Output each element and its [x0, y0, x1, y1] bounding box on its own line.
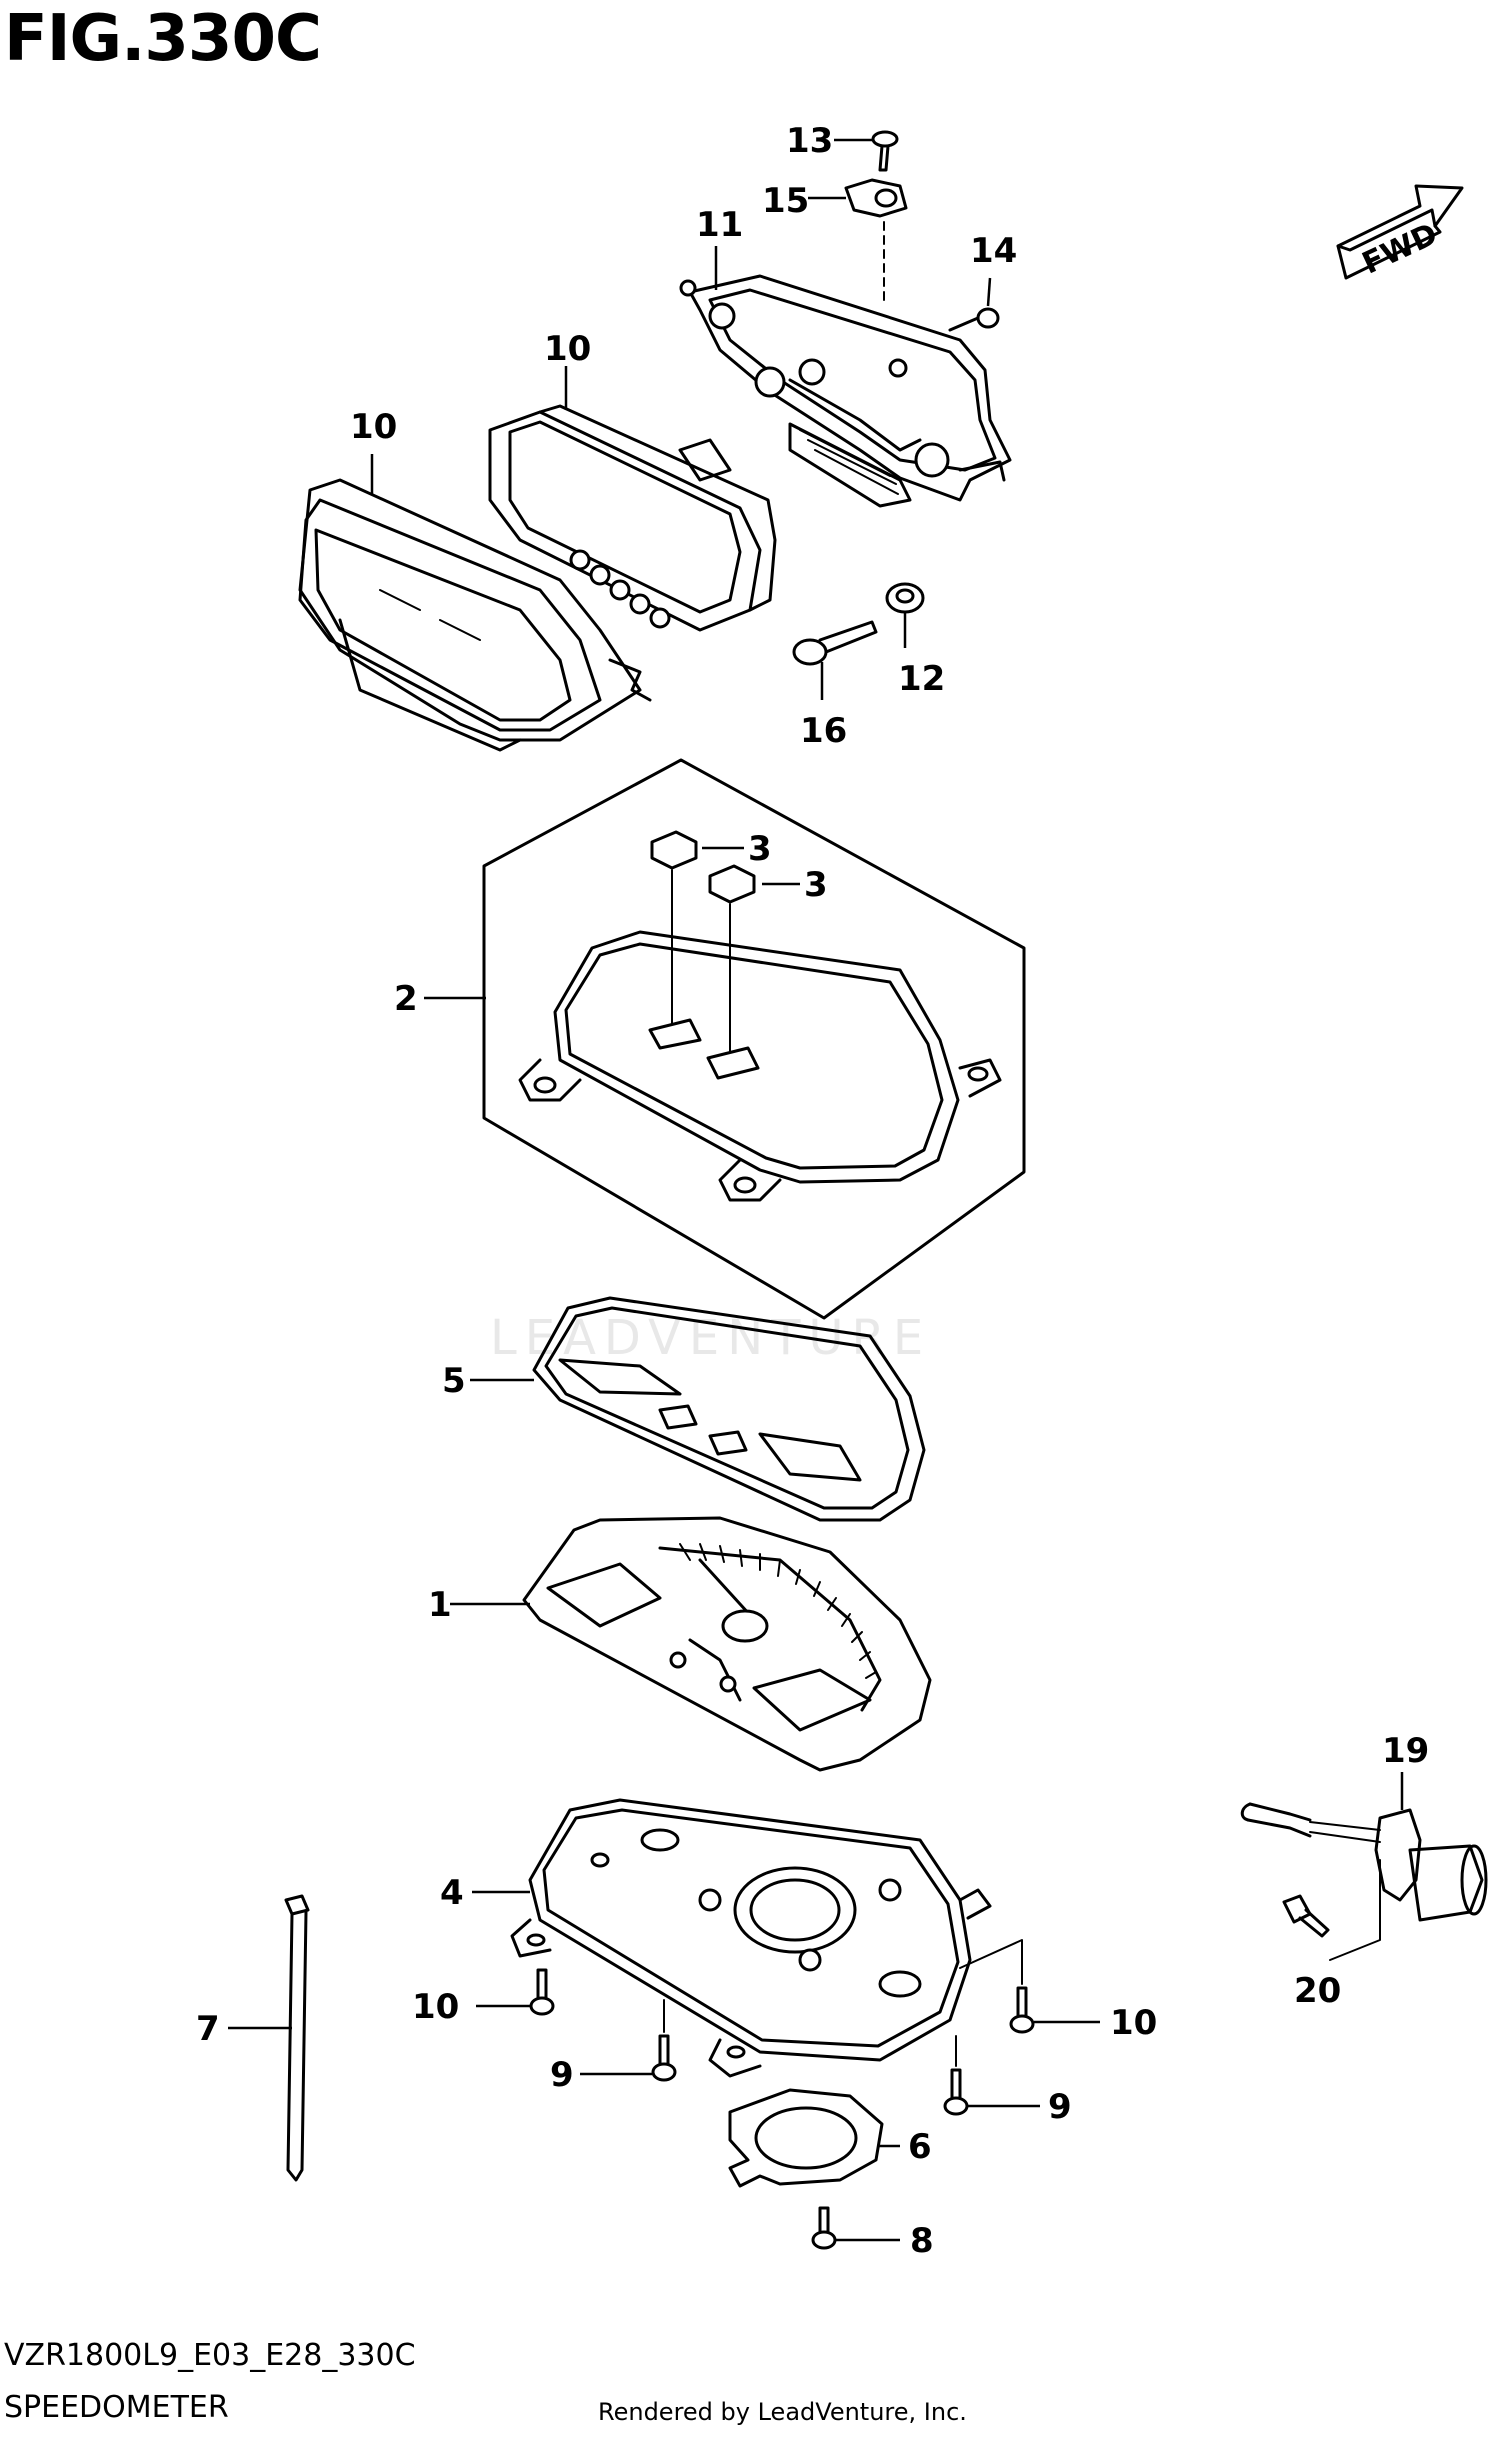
part-5-lens-frame [532, 1296, 926, 1522]
callout-4: 4 [440, 1873, 464, 1913]
part-16-screw [948, 307, 1000, 332]
callout-3a: 3 [748, 829, 772, 869]
callout-1: 1 [428, 1585, 452, 1625]
leader-lines [228, 138, 1404, 2242]
callout-15: 13 [786, 121, 833, 161]
callout-16: 14 [970, 231, 1017, 271]
callout-19: 19 [1382, 1731, 1429, 1771]
callout-9a: 9 [550, 2055, 574, 2095]
part-19-speed-sensor [1240, 1802, 1488, 1961]
part-3-cap-b [708, 864, 756, 1053]
callout-7: 7 [196, 2009, 220, 2049]
part-3-cap-a [650, 830, 698, 1025]
callout-labels: 13 15 14 11 10 10 12 16 3 3 2 5 1 4 7 10… [196, 121, 1429, 2261]
part-20-bolt [1282, 1894, 1330, 1938]
part-12-meter-cover [298, 478, 652, 752]
callout-8: 8 [910, 2221, 934, 2261]
forward-direction-arrow: FWD [1336, 184, 1464, 282]
figure-name: SPEEDOMETER [4, 2390, 229, 2425]
figure-code: VZR1800L9_E03_E28_330C [4, 2338, 416, 2373]
callout-18: 16 [800, 711, 847, 751]
part-1-meter-board [522, 1516, 932, 1772]
part-17-clamp [844, 178, 908, 301]
callout-13: 11 [696, 205, 743, 245]
part-9a-screw [651, 1999, 677, 2082]
callout-10b: 10 [1110, 2003, 1157, 2043]
part-4-lower-case [510, 1798, 992, 2078]
part-10b-screw [959, 1939, 1035, 2034]
part-8-screw [811, 2206, 837, 2250]
part-7-cable-tie [284, 1894, 310, 2182]
callout-12: 10 [350, 407, 397, 447]
figure-title: FIG.330C [4, 2, 322, 76]
part-14-grommet [885, 582, 925, 614]
callout-17: 15 [762, 181, 809, 221]
callout-20: 20 [1294, 1971, 1341, 2011]
part-11-display-unit [488, 404, 777, 632]
callout-11: 10 [544, 329, 591, 369]
callout-10a: 10 [412, 1987, 459, 2027]
callout-6: 6 [908, 2127, 932, 2167]
part-2-meter-case [518, 930, 1002, 1202]
callout-5: 5 [442, 1361, 466, 1401]
callout-2: 2 [394, 979, 418, 1019]
part-18-bolt [792, 620, 878, 666]
part-6-seal-ring [728, 2088, 884, 2188]
part-9b-screw [943, 2035, 969, 2116]
part-10a-screw [529, 1968, 555, 2016]
part-2-assembly-box [482, 758, 1026, 1320]
callout-14: 12 [898, 659, 945, 699]
part-13-bracket [679, 274, 1012, 508]
callout-9b: 9 [1048, 2087, 1072, 2127]
callout-3b: 3 [804, 865, 828, 905]
rendered-by-credit: Rendered by LeadVenture, Inc. [598, 2398, 967, 2426]
part-15-screw [871, 130, 899, 172]
